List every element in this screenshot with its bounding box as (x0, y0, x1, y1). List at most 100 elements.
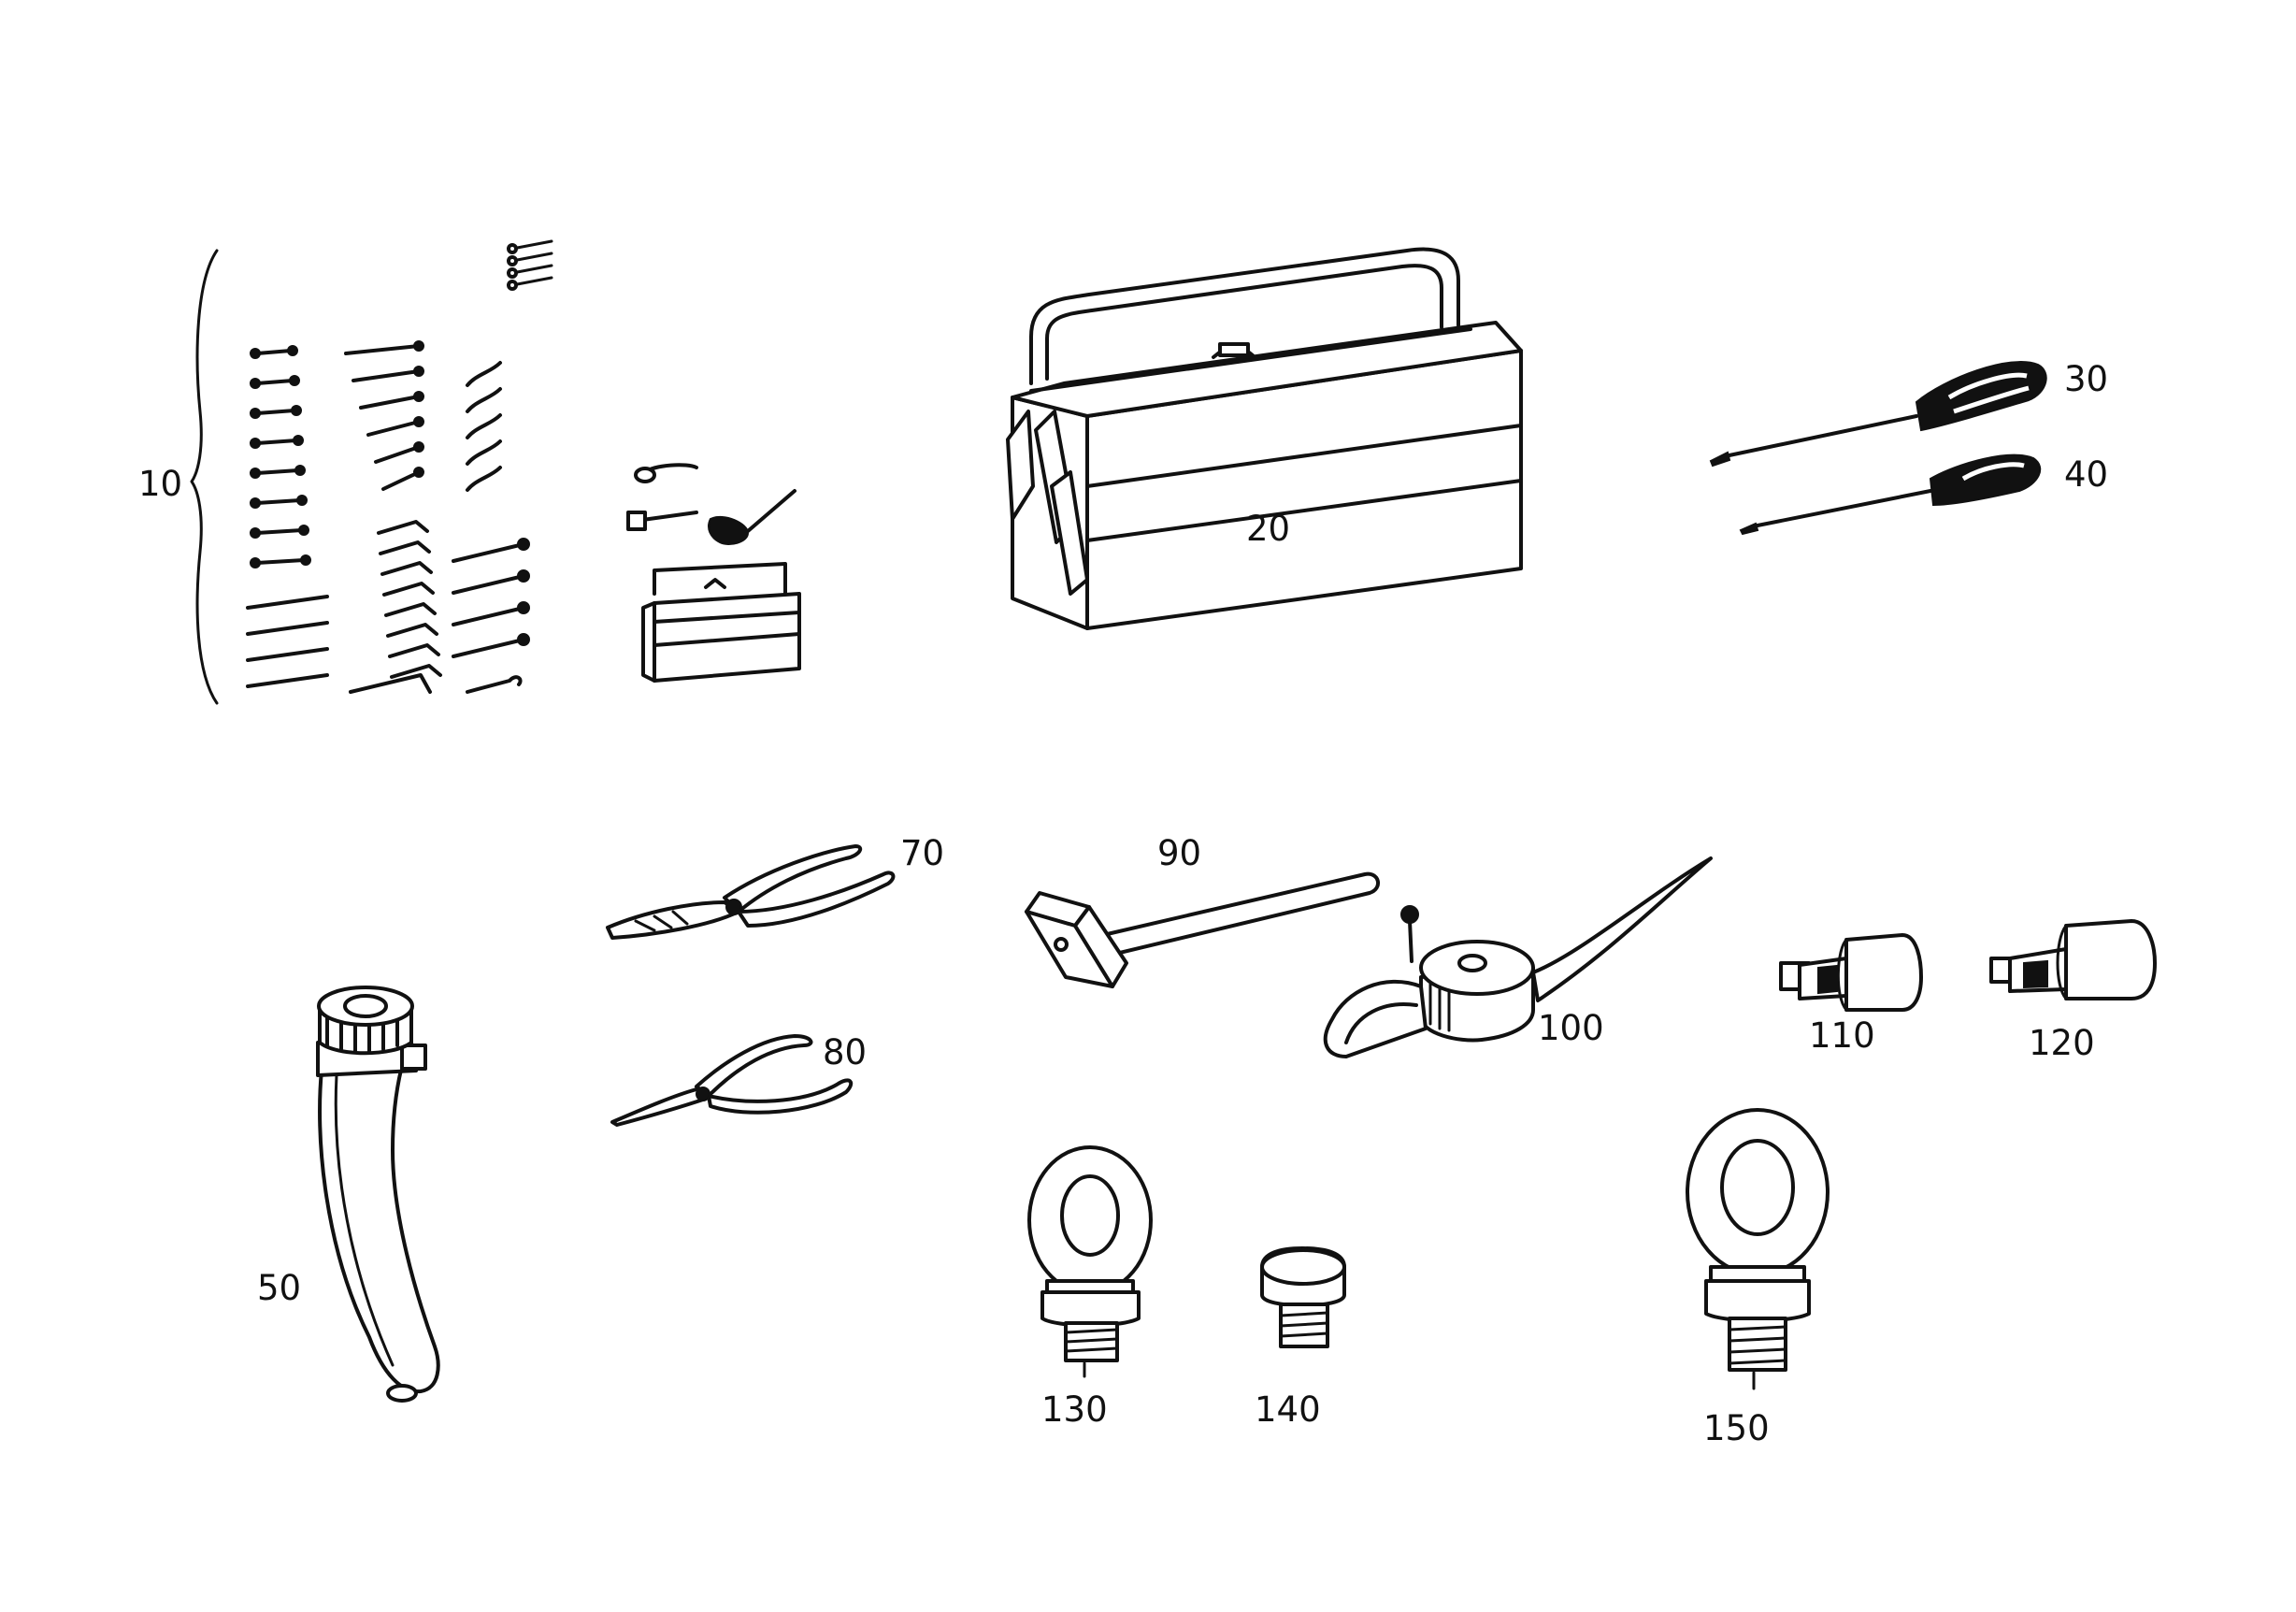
spanner-ring-icon (413, 467, 424, 478)
allen-key-icon (380, 561, 433, 576)
spark-plug-wrench-icon (452, 606, 525, 626)
pliers-icon (606, 844, 896, 940)
wrench-head-icon (300, 554, 311, 566)
small-key-head-icon (507, 267, 518, 279)
wrench-head-icon (517, 538, 530, 551)
screwdriver-small-icon (1739, 453, 2042, 536)
wrench-head-icon (517, 569, 530, 583)
mini-kit-icon (626, 463, 801, 683)
allen-key-icon (388, 643, 440, 658)
callout-120: 120 (2029, 1023, 2095, 1063)
wrench-head-icon (250, 378, 261, 389)
tool-set-icon (190, 239, 801, 705)
combination-spanner-icon (352, 369, 421, 382)
open-wrench-icon (255, 528, 304, 535)
wrench-head-icon (293, 435, 304, 446)
drift-punch-icon (246, 647, 329, 662)
wrench-head-icon (296, 495, 308, 506)
small-key-icon (510, 252, 553, 263)
wrench-head-icon (250, 438, 261, 449)
bent-spanner-icon (466, 413, 502, 439)
open-wrench-icon (255, 379, 294, 385)
wrench-head-icon (250, 497, 261, 509)
callout-140: 140 (1255, 1389, 1321, 1430)
allen-key-icon (390, 664, 442, 679)
drift-punch-icon (246, 621, 329, 636)
small-key-icon (510, 264, 553, 275)
wrench-head-icon (294, 465, 306, 476)
callout-80: 80 (823, 1032, 867, 1072)
callout-10: 10 (138, 464, 182, 504)
spanner-ring-icon (413, 391, 424, 402)
open-wrench-icon (255, 468, 300, 475)
socket-adapter-icon (1779, 933, 1923, 1012)
callout-130: 130 (1041, 1389, 1108, 1430)
drift-punch-icon (246, 673, 329, 688)
callout-70: 70 (900, 833, 944, 873)
combination-spanner-icon (366, 420, 421, 437)
needle-nose-pliers-icon (610, 1034, 854, 1127)
combination-spanner-icon (359, 395, 421, 410)
callout-100: 100 (1538, 1008, 1604, 1048)
wrench-head-icon (250, 527, 261, 539)
toolbox-icon (1006, 247, 1523, 630)
spark-plug-wrench-icon (452, 574, 525, 595)
hook-spanner-icon (466, 675, 523, 694)
socket-adapter-large-icon (1989, 919, 2157, 1000)
allen-key-icon (386, 623, 438, 638)
hose-icon (316, 986, 440, 1403)
oil-can-icon (1323, 856, 1713, 1058)
open-wrench-icon (255, 349, 293, 355)
screwdriver-icon (1709, 361, 2047, 468)
wrench-head-icon (287, 345, 298, 356)
small-key-icon (510, 239, 553, 251)
open-wrench-icon (255, 558, 306, 565)
callout-150: 150 (1703, 1408, 1770, 1448)
eye-bolt-large-icon (1686, 1108, 1830, 1390)
bent-spanner-icon (466, 466, 502, 492)
wrench-head-icon (517, 633, 530, 646)
drift-punch-icon (246, 595, 329, 610)
wrench-head-icon (250, 468, 261, 479)
allen-key-icon (349, 673, 432, 694)
open-wrench-icon (255, 439, 298, 445)
small-key-head-icon (507, 280, 518, 291)
callout-20: 20 (1246, 509, 1290, 549)
small-key-head-icon (507, 255, 518, 266)
eye-bolt-icon (1027, 1145, 1153, 1378)
wrench-head-icon (298, 525, 309, 536)
wrench-head-icon (291, 405, 302, 416)
bent-spanner-icon (466, 439, 502, 466)
spanner-ring-icon (413, 441, 424, 453)
combination-spanner-icon (344, 344, 421, 355)
open-wrench-icon (255, 409, 296, 415)
callout-90: 90 (1157, 833, 1201, 873)
callout-40: 40 (2064, 454, 2108, 495)
wrench-head-icon (250, 408, 261, 419)
callout-50: 50 (257, 1268, 301, 1308)
bent-spanner-icon (466, 361, 502, 387)
callout-110: 110 (1809, 1015, 1875, 1056)
allen-key-icon (384, 602, 437, 617)
open-wrench-icon (255, 498, 302, 505)
spark-plug-wrench-icon (452, 638, 525, 658)
hammer-icon (1025, 871, 1380, 988)
wrench-head-icon (517, 601, 530, 614)
allen-key-icon (377, 520, 429, 535)
spanner-ring-icon (413, 416, 424, 427)
spanner-ring-icon (413, 366, 424, 377)
small-key-icon (510, 276, 553, 287)
spark-plug-wrench-icon (452, 542, 525, 563)
wrench-head-icon (250, 348, 261, 359)
spanner-ring-icon (413, 340, 424, 352)
wrench-head-icon (289, 375, 300, 386)
wrench-head-icon (250, 557, 261, 569)
callout-30: 30 (2064, 359, 2108, 399)
allen-key-icon (379, 540, 431, 555)
plug-bolt-icon (1260, 1246, 1346, 1348)
combination-spanner-icon (374, 445, 421, 464)
bent-spanner-icon (466, 387, 502, 413)
combination-spanner-icon (381, 470, 421, 491)
small-key-head-icon (507, 243, 518, 254)
